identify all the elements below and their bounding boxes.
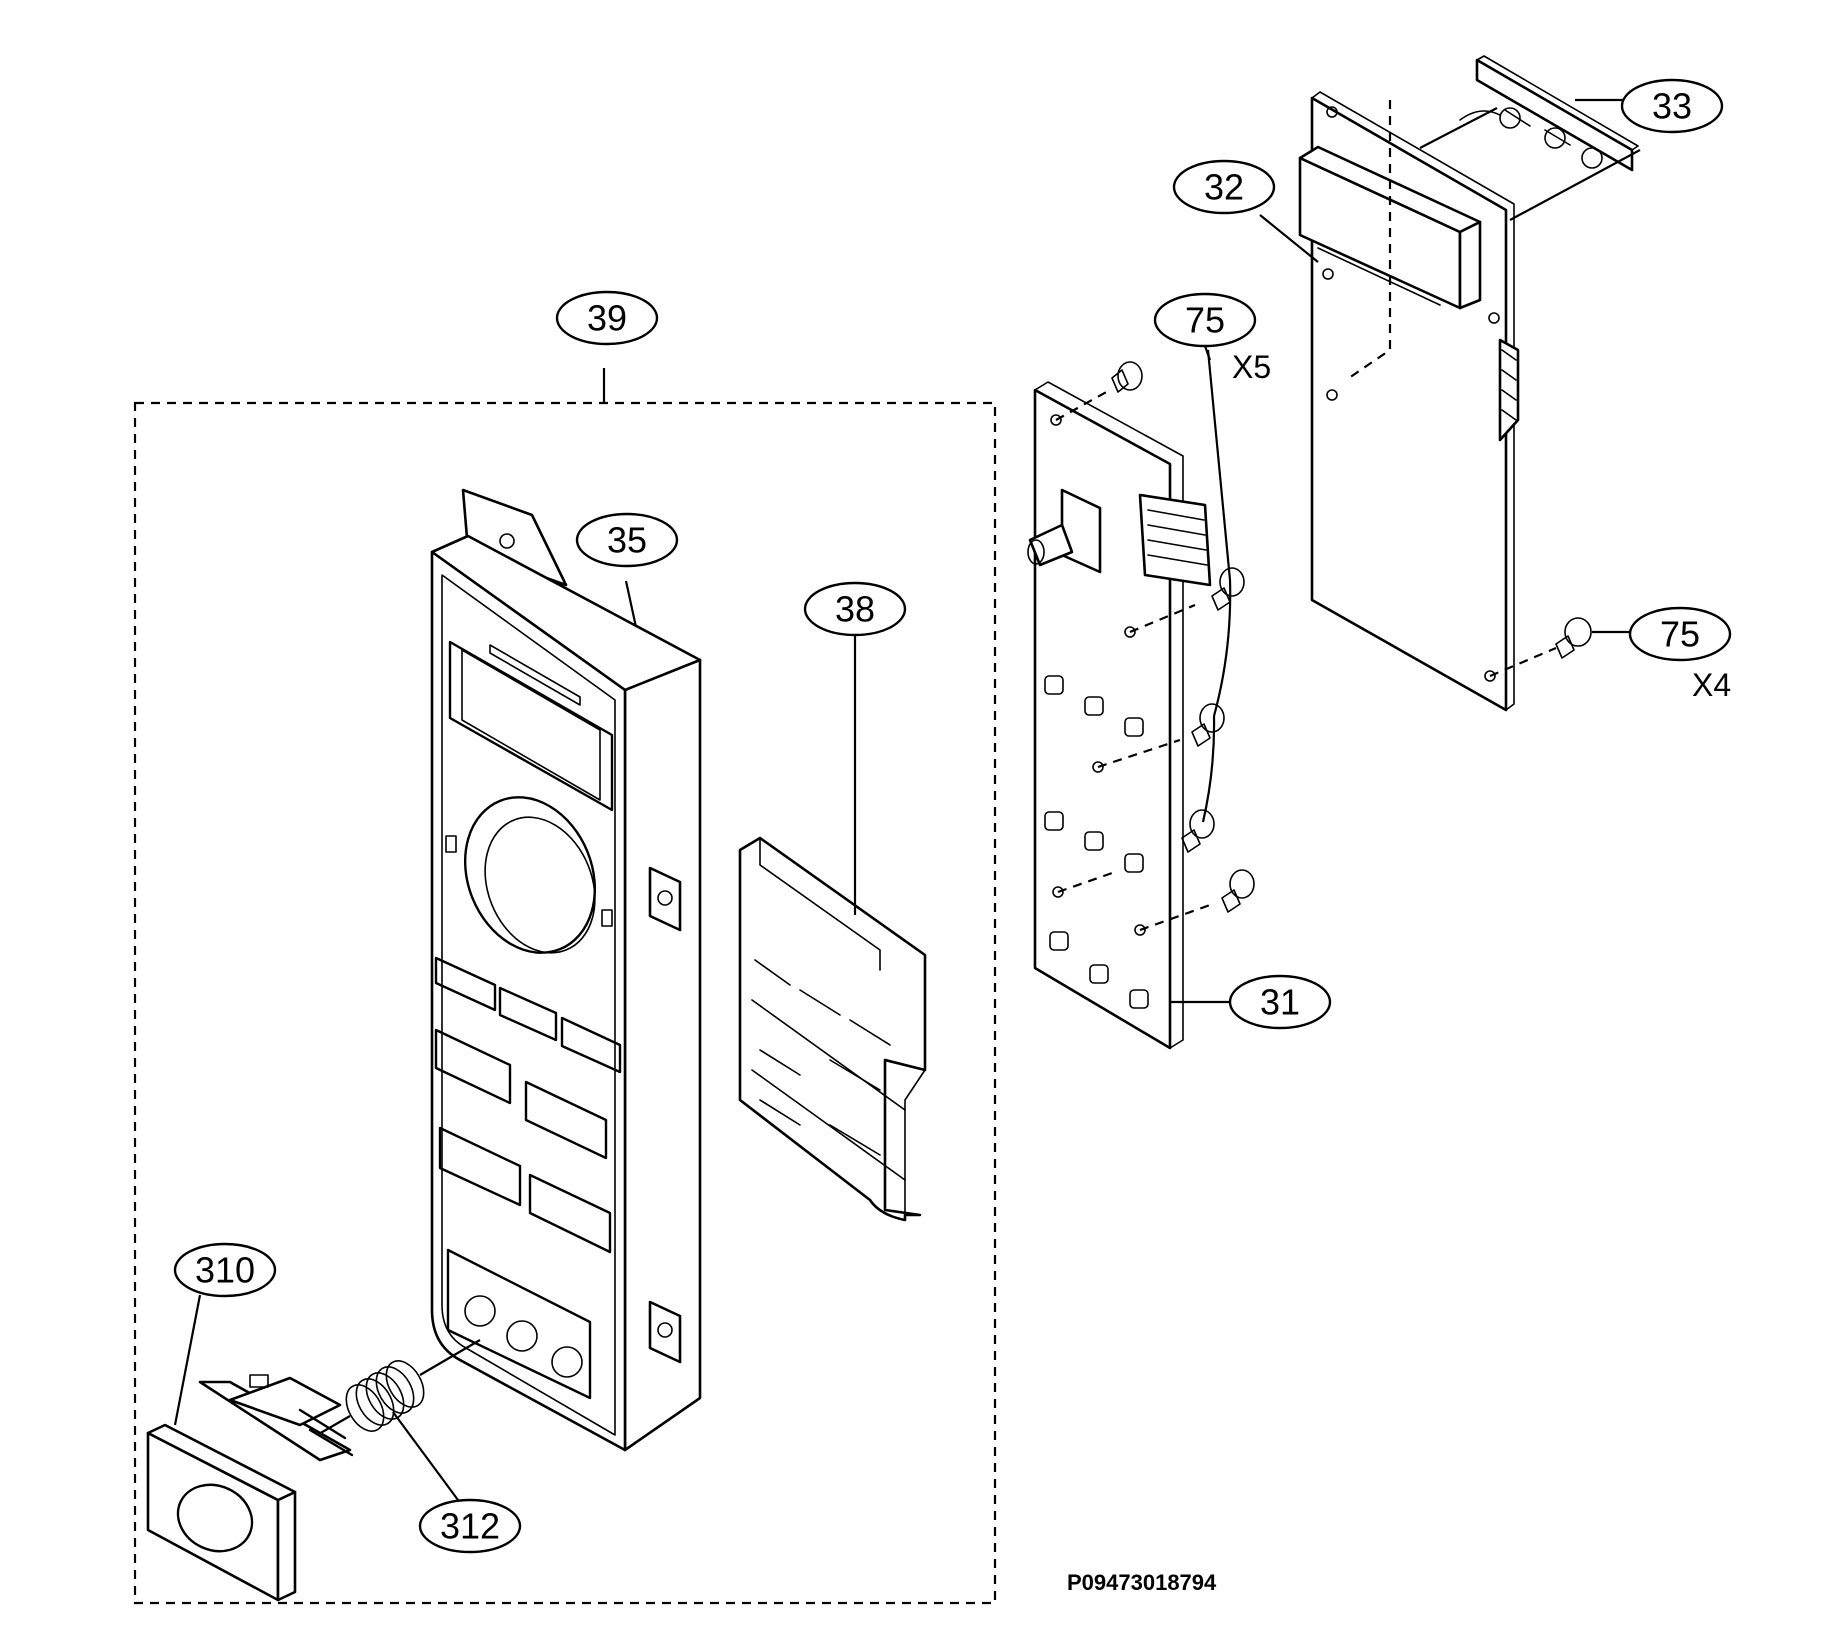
callout-310-label: 310 — [195, 1250, 255, 1291]
callout-310: 310 — [173, 1242, 277, 1298]
part-35-control-panel-housing — [430, 488, 702, 1452]
callout-75-b: 75 — [1628, 606, 1732, 662]
part-33-led-bracket — [1419, 55, 1641, 221]
leader-32 — [1259, 214, 1319, 263]
leader-35 — [624, 580, 638, 628]
part-38-button-holder — [738, 836, 927, 1222]
quantity-x5: X5 — [1232, 349, 1271, 385]
callout-31: 31 — [1228, 974, 1332, 1030]
callout-31-label: 31 — [1260, 982, 1300, 1023]
callout-75-a: 75 — [1153, 292, 1257, 348]
callout-75-b-label: 75 — [1660, 614, 1700, 655]
callout-39-label: 39 — [587, 298, 627, 339]
leader-312 — [392, 1411, 459, 1501]
part-31-control-pcb — [1027, 381, 1212, 1050]
leader-310 — [173, 1294, 202, 1426]
part-312-spring — [345, 1360, 425, 1432]
callout-35-label: 35 — [607, 520, 647, 561]
part-32-display-pcb — [1298, 91, 1520, 712]
callout-35: 35 — [575, 512, 679, 568]
callout-38-label: 38 — [835, 589, 875, 630]
spring-axis-line — [304, 1339, 481, 1443]
quantity-x4: X4 — [1692, 667, 1731, 703]
part-310-push-button — [146, 1374, 354, 1602]
drawing-number: P09473018794 — [1067, 1570, 1217, 1595]
callout-75-a-label: 75 — [1185, 300, 1225, 341]
callout-33: 33 — [1620, 78, 1724, 134]
callout-32-label: 32 — [1204, 167, 1244, 208]
callout-38: 38 — [803, 581, 907, 637]
callout-312-label: 312 — [440, 1506, 500, 1547]
leader-75-a — [1203, 345, 1212, 361]
screws-75-set-a — [1055, 349, 1255, 932]
assembly-39-boundary — [133, 401, 997, 1605]
callout-33-label: 33 — [1652, 86, 1692, 127]
callout-32: 32 — [1172, 159, 1276, 215]
callout-39: 39 — [555, 290, 659, 346]
screws-75-set-b — [1489, 617, 1592, 678]
callout-312: 312 — [418, 1498, 522, 1554]
